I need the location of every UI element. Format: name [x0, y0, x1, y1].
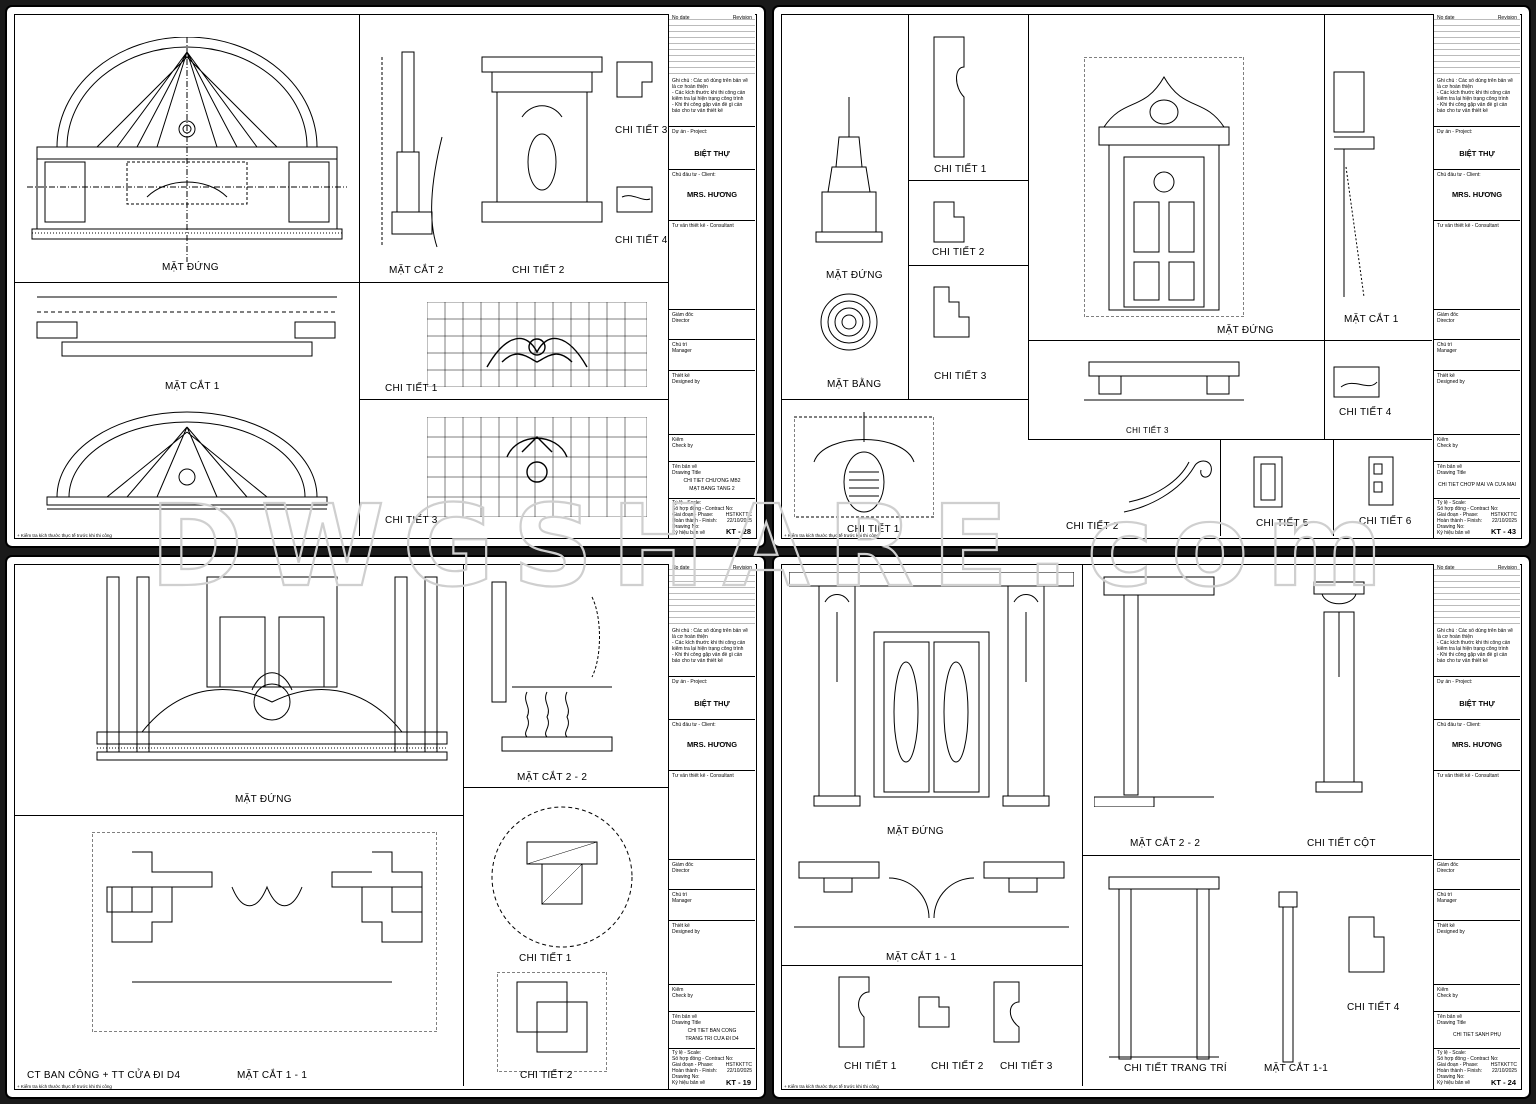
caption-section-2-2: MẶT CẮT 2 - 2 — [517, 772, 588, 783]
divider — [360, 282, 668, 283]
detail-3-grid-drawing — [427, 417, 647, 517]
detail-5-drawing — [1253, 456, 1283, 508]
drawing-title: CHI TIẾT BAN CÔNG — [687, 1028, 737, 1034]
caption-section-1-1: MẶT CẮT 1 - 1 — [237, 1070, 308, 1081]
detail-2-drawing — [481, 56, 603, 223]
detail-2-drawing — [497, 972, 607, 1072]
dormer-elevation-drawing — [1084, 57, 1244, 317]
gable-plan-drawing — [46, 411, 328, 510]
finial-elevation-drawing — [815, 97, 883, 243]
title-block: No date Revision Ghi chú : Các số dùng t… — [1433, 14, 1520, 539]
sill-detail-drawing — [1084, 361, 1244, 401]
caption-detail-3: CHI TIẾT 3 — [1000, 1061, 1053, 1072]
caption-elevation-2: MẶT ĐỨNG — [1217, 325, 1274, 336]
client-name: MRS. HƯƠNG — [686, 190, 738, 199]
section-1-drawing — [36, 296, 337, 357]
profile-details-drawing — [838, 976, 1020, 1048]
caption-detail-1: CHI TIẾT 1 — [385, 383, 438, 394]
drawing-sheet-kt24: MẶT ĐỨNG MẶT CẮT 2 - 2 CHI TIẾT CỘT MẶT … — [772, 555, 1531, 1099]
caption-detail-1: CHI TIẾT 1 — [934, 164, 987, 175]
caption-detail-3-grid: CHI TIẾT 3 — [385, 515, 438, 526]
divider — [15, 282, 359, 283]
detail-4-small-drawing — [616, 186, 653, 213]
drawing-sheet-kt28: MẶT ĐỨNG MẶT CẮT 2 CHI TIẾT 2 CHI TIẾT 3… — [5, 5, 766, 548]
oeil-de-boeuf-drawing — [794, 412, 934, 518]
caption-detail-2: CHI TIẾT 2 — [931, 1061, 984, 1072]
caption-detail-3b: CHI TIẾT 3 — [1126, 426, 1169, 435]
caption-elevation: MẶT ĐỨNG — [826, 270, 883, 281]
caption-detail-3: CHI TIẾT 3 — [615, 125, 668, 136]
drawing-title: CHI TIẾT SẢNH PHỤ — [1453, 1032, 1501, 1038]
caption-detail-1b: CHI TIẾT 1 — [847, 524, 900, 535]
porch-plan-drawing — [794, 861, 1069, 928]
caption-elevation: MẶT ĐỨNG — [887, 826, 944, 837]
caption-decoration-detail: CHI TIẾT TRANG TRÍ — [1124, 1063, 1228, 1074]
caption-detail-1: CHI TIẾT 1 — [844, 1061, 897, 1072]
caption-detail-4: CHI TIẾT 4 — [1339, 407, 1392, 418]
caption-detail-5: CHI TIẾT 5 — [1256, 518, 1309, 529]
watermark: DWGSHARE.com — [150, 485, 1390, 595]
caption-section-1-1: MẶT CẮT 1 - 1 — [886, 952, 957, 963]
caption-detail-6: CHI TIẾT 6 — [1359, 516, 1412, 527]
divider — [359, 14, 360, 536]
sheet-number: KT - 24 — [1490, 1078, 1516, 1087]
balcony-plan-drawing — [92, 832, 437, 1032]
balcony-elevation-drawing — [96, 576, 448, 761]
revision-table — [669, 14, 755, 76]
porch-elevation-drawing — [789, 572, 1074, 807]
finial-plan-drawing — [820, 293, 878, 351]
section-1-1-drawing — [1278, 891, 1298, 1063]
title-block: No date Revision Ghi chú : Các số dùng t… — [668, 14, 755, 539]
caption-section-2: MẶT CẮT 2 — [389, 265, 444, 276]
caption-detail-3: CHI TIẾT 3 — [934, 371, 987, 382]
caption-detail-4: CHI TIẾT 4 — [615, 235, 668, 246]
footer-note: + Kiểm tra kích thước thực tế trước khi … — [17, 533, 112, 538]
section-2-drawing — [381, 51, 443, 248]
decoration-detail-drawing — [1108, 876, 1220, 1060]
drawing-sheet-kt19: MẶT ĐỨNG MẶT CẮT 2 - 2 CHI TIẾT 1 CHI TI… — [5, 555, 766, 1099]
divider — [360, 399, 668, 400]
caption-section-1: MẶT CẮT 1 — [165, 381, 220, 392]
porch-section-drawing — [1094, 576, 1215, 807]
caption-plan: MẶT BẰNG — [827, 379, 882, 390]
caption-elevation: MẶT ĐỨNG — [162, 262, 219, 273]
caption-section-1-1b: MẶT CẮT 1-1 — [1264, 1063, 1329, 1074]
watermark-text: DWGSHARE.com — [150, 485, 1390, 595]
project-name: BIỆT THỰ — [694, 149, 730, 158]
detail-4-drawing — [1333, 366, 1380, 398]
caption-detail-2: CHI TIẾT 2 — [520, 1070, 573, 1081]
caption-detail-1: CHI TIẾT 1 — [519, 953, 572, 964]
caption-detail-2: CHI TIẾT 2 — [512, 265, 565, 276]
sheet-frame — [14, 14, 757, 539]
caption-elevation: MẶT ĐỨNG — [235, 794, 292, 805]
caption-section-2-2: MẶT CẮT 2 - 2 — [1130, 838, 1201, 849]
title-block: No date Revision Ghi chú : Các số dùng t… — [668, 564, 755, 1090]
caption-detail-4: CHI TIẾT 4 — [1347, 1002, 1400, 1013]
detail-3-small-drawing — [616, 61, 653, 98]
sheet-number: KT - 43 — [1490, 527, 1516, 536]
drawing-title: CHI TIẾT CHƯƠNG MB2 — [683, 478, 741, 484]
moulding-profiles-drawing — [933, 36, 970, 338]
caption-detail-2b: CHI TIẾT 2 — [1066, 521, 1119, 532]
dormer-section-drawing — [1333, 71, 1375, 298]
drawing-sheet-kt43: MẶT ĐỨNG CHI TIẾT 1 CHI TIẾT 2 CHI TIẾT … — [772, 5, 1531, 548]
detail-4-drawing — [1348, 916, 1385, 973]
column-detail-drawing — [1313, 581, 1365, 793]
scroll-detail-drawing — [1123, 460, 1212, 513]
balustrade-section-drawing — [491, 581, 613, 752]
sheet-frame — [781, 14, 1522, 539]
title-block: No date Revision Ghi chú : Các số dùng t… — [1433, 564, 1520, 1090]
sheet-number: KT - 28 — [725, 527, 751, 536]
detail-6-drawing — [1368, 456, 1394, 506]
detail-1-circle-drawing — [491, 806, 633, 948]
caption-sheet-title: CT BAN CÔNG + TT CỬA ĐI D4 — [27, 1070, 181, 1081]
caption-detail-2: CHI TIẾT 2 — [932, 247, 985, 258]
sheet-number: KT - 19 — [725, 1078, 751, 1087]
detail-1-grid-drawing — [427, 302, 647, 387]
drawing-title: CHI TIẾT CHỚP MÁI VÀ CỬA MÁI — [1438, 482, 1516, 488]
caption-section-1: MẶT CẮT 1 — [1344, 314, 1399, 325]
gable-elevation-drawing — [27, 37, 347, 262]
caption-column-detail: CHI TIẾT CỘT — [1307, 838, 1376, 849]
